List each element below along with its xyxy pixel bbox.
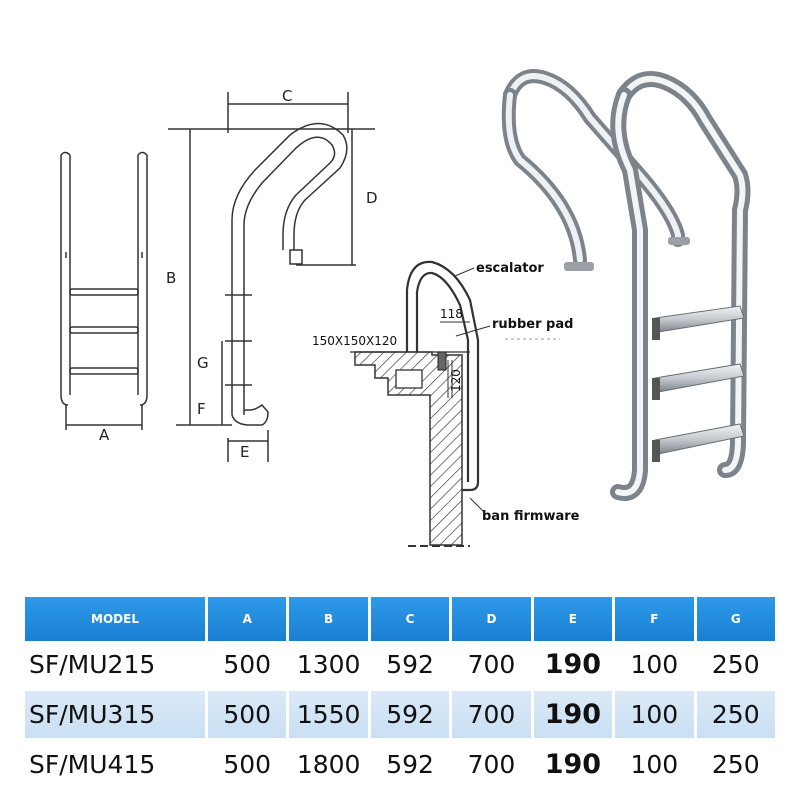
cell-b: 1800 <box>289 741 368 791</box>
cell-d: 700 <box>452 641 531 691</box>
cell-g: 250 <box>696 641 775 691</box>
col-header-g: G <box>696 597 775 641</box>
table-row: SF/MU315 500 1550 592 700 190 100 250 <box>25 691 775 741</box>
front-view <box>60 151 148 430</box>
col-header-model: MODEL <box>25 597 205 641</box>
installation-section <box>350 260 560 547</box>
dim-118-label: 118 <box>440 307 463 321</box>
cell-a: 500 <box>208 641 287 691</box>
cell-c: 592 <box>370 691 450 741</box>
col-header-a: A <box>208 597 287 641</box>
col-header-b: B <box>289 597 368 641</box>
cell-f: 100 <box>615 641 694 691</box>
table-row: SF/MU415 500 1800 592 700 190 100 250 <box>25 741 775 791</box>
cell-f: 100 <box>615 691 694 741</box>
cell-b: 1300 <box>289 641 368 691</box>
dim-label-c: C <box>282 87 292 105</box>
col-header-c: C <box>370 597 450 641</box>
cell-e: 190 <box>533 691 613 741</box>
col-header-f: F <box>615 597 694 641</box>
cell-c: 592 <box>370 641 450 691</box>
cell-model: SF/MU215 <box>25 641 205 691</box>
cell-a: 500 <box>208 691 287 741</box>
cell-e: 190 <box>533 741 613 791</box>
dim-label-a: A <box>99 426 110 444</box>
col-header-e: E <box>533 597 613 641</box>
dim-label-e: E <box>240 443 249 461</box>
cell-model: SF/MU415 <box>25 741 205 791</box>
callout-ban-firmware: ban firmware <box>482 509 580 524</box>
dim-label-b: B <box>166 269 176 287</box>
block-size-label: 150X150X120 <box>312 334 397 348</box>
cell-d: 700 <box>452 691 531 741</box>
ladder-diagram: A C B D G F E <box>60 69 751 547</box>
cell-c: 592 <box>370 741 450 791</box>
dim-label-f: F <box>197 400 206 418</box>
table-row: SF/MU215 500 1300 592 700 190 100 250 <box>25 641 775 691</box>
dim-120-label: 120 <box>449 369 463 392</box>
cell-f: 100 <box>615 741 694 791</box>
callout-escalator: escalator <box>476 261 544 276</box>
cell-g: 250 <box>696 741 775 791</box>
cell-model: SF/MU315 <box>25 691 205 741</box>
dim-label-g: G <box>197 354 209 372</box>
spec-table: MODEL A B C D E F G SF/MU215 500 1300 59… <box>22 597 778 791</box>
cell-b: 1550 <box>289 691 368 741</box>
cell-g: 250 <box>696 691 775 741</box>
cell-a: 500 <box>208 741 287 791</box>
table-header-row: MODEL A B C D E F G <box>25 597 775 641</box>
ladder-photo <box>501 69 751 501</box>
callout-rubber-pad: rubber pad <box>492 317 573 332</box>
cell-e: 190 <box>533 641 613 691</box>
dim-label-d: D <box>366 189 378 207</box>
col-header-d: D <box>452 597 531 641</box>
side-view <box>168 92 375 462</box>
cell-d: 700 <box>452 741 531 791</box>
